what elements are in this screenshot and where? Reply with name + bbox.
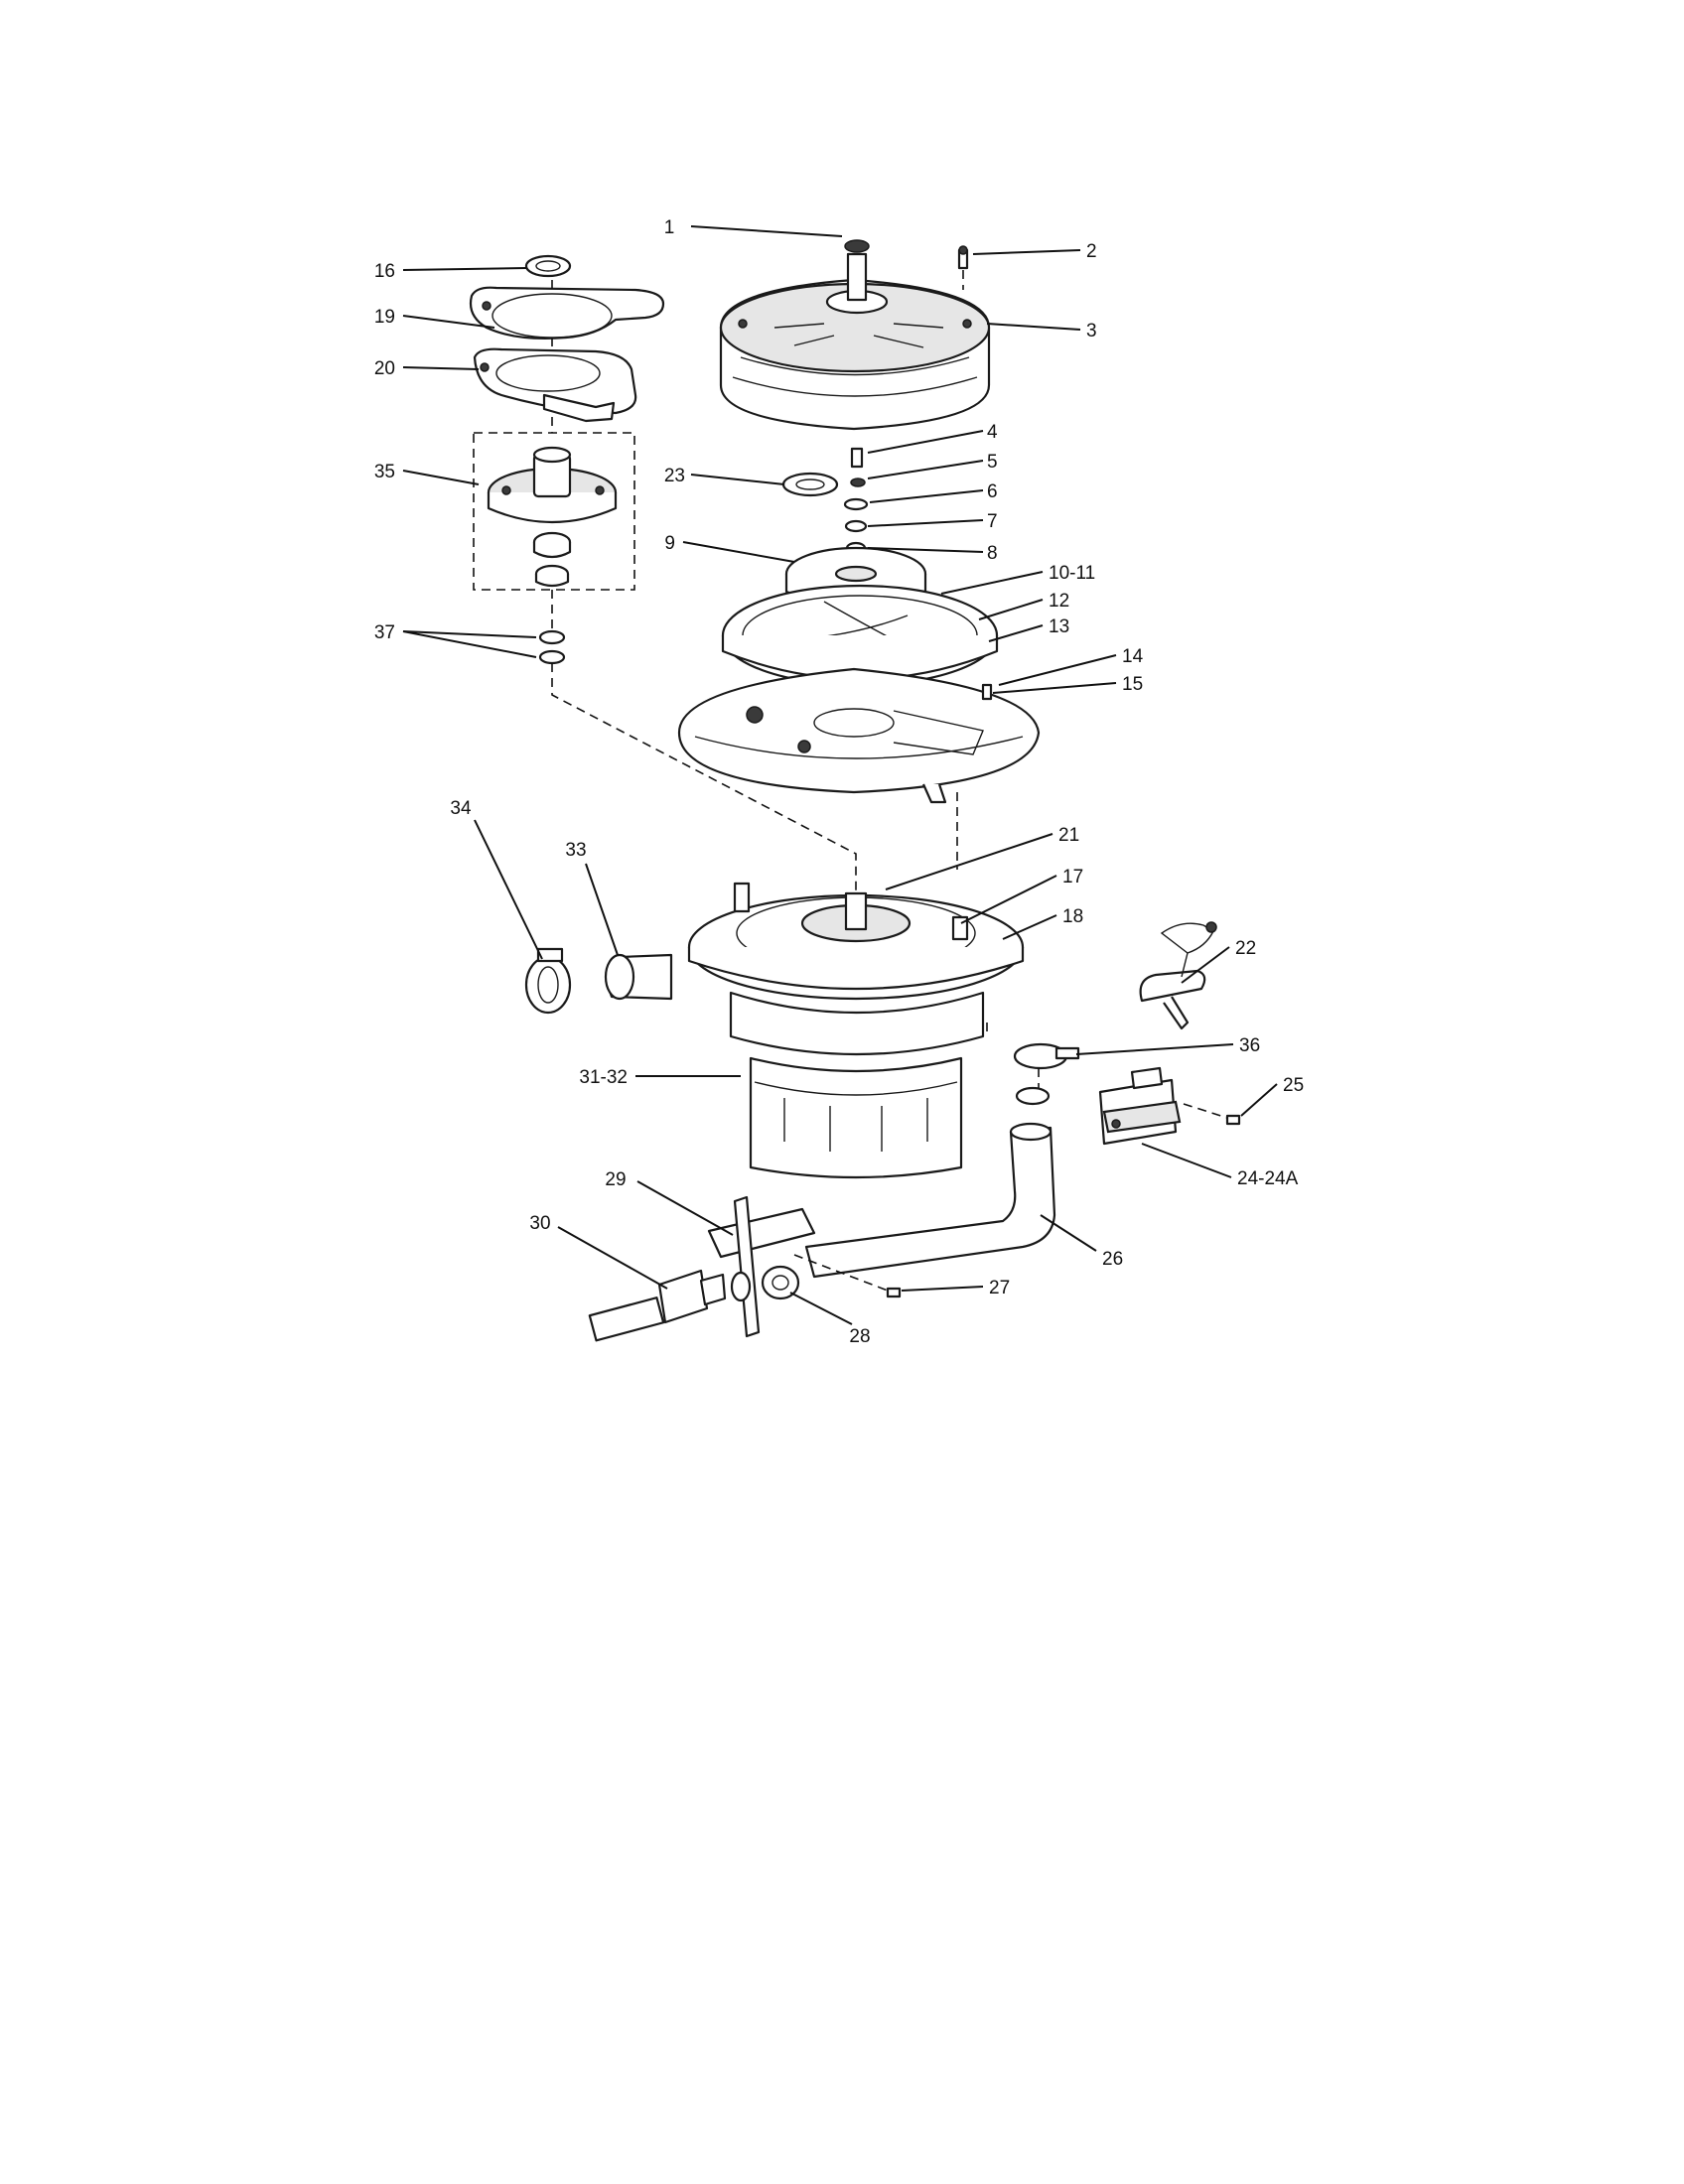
callout-24-24A: 24-24A [1237,1168,1299,1189]
clamp-28 [761,1265,800,1300]
callout-26: 26 [1102,1249,1123,1270]
wash-arm-ring-10-13 [721,584,999,687]
callout-31-32: 31-32 [579,1067,628,1088]
leader-lines [402,225,1278,1325]
callout-4: 4 [987,422,998,443]
callout-36: 36 [1239,1035,1260,1056]
seal-23 [781,472,839,497]
callout-9: 9 [664,533,675,554]
callout-37: 37 [374,622,395,643]
callout-5: 5 [987,452,998,473]
callout-10-11: 10-11 [1049,563,1095,584]
screw-2 [957,245,969,270]
callout-labels: 1 2 3 4 5 6 7 8 9 10-11 12 13 14 15 16 1… [374,217,1304,1347]
callout-3: 3 [1086,321,1097,341]
pump-body-31-32 [687,882,1025,1179]
gasket-19 [469,286,665,340]
bracket-29 [707,1195,816,1338]
screw-27 [886,1287,902,1298]
callout-33: 33 [565,840,586,861]
inlet-hose-33 [604,953,673,1001]
fitting-30 [588,1269,752,1342]
callout-6: 6 [987,481,998,502]
motor-cover-3 [719,239,991,431]
callout-17: 17 [1062,867,1083,887]
sensor-22 [1139,921,1217,1030]
hose-clamp-36 [1013,1042,1080,1070]
callout-28: 28 [849,1326,870,1347]
callout-18: 18 [1062,906,1083,927]
callout-29: 29 [605,1169,626,1190]
callout-20: 20 [374,358,395,379]
callout-16: 16 [374,261,395,282]
screw-25 [1225,1114,1241,1126]
callout-35: 35 [374,462,395,482]
hose-clamp-34 [524,947,572,1015]
callout-23: 23 [664,466,685,486]
callout-22: 22 [1235,938,1256,959]
switch-24-24A [1098,1066,1182,1146]
base-plate-14-15 [677,667,1041,804]
callout-2: 2 [1086,241,1097,262]
callout-12: 12 [1049,591,1069,612]
assembly-line-left [551,280,857,923]
callout-21: 21 [1058,825,1079,846]
callout-27: 27 [989,1278,1010,1298]
seal-ring-16 [524,254,572,278]
pump-housing-assembly-35 [473,432,635,591]
callout-19: 19 [374,307,395,328]
callout-8: 8 [987,543,998,564]
callout-30: 30 [529,1213,550,1234]
callout-34: 34 [450,798,472,819]
callout-1: 1 [664,217,675,238]
callout-25: 25 [1283,1075,1304,1096]
callout-13: 13 [1049,616,1069,637]
callout-14: 14 [1122,646,1144,667]
o-rings-37 [538,629,566,665]
callout-15: 15 [1122,674,1143,695]
stack-parts-4-8 [843,447,869,555]
gasket-20 [473,347,637,423]
callout-7: 7 [987,511,998,532]
